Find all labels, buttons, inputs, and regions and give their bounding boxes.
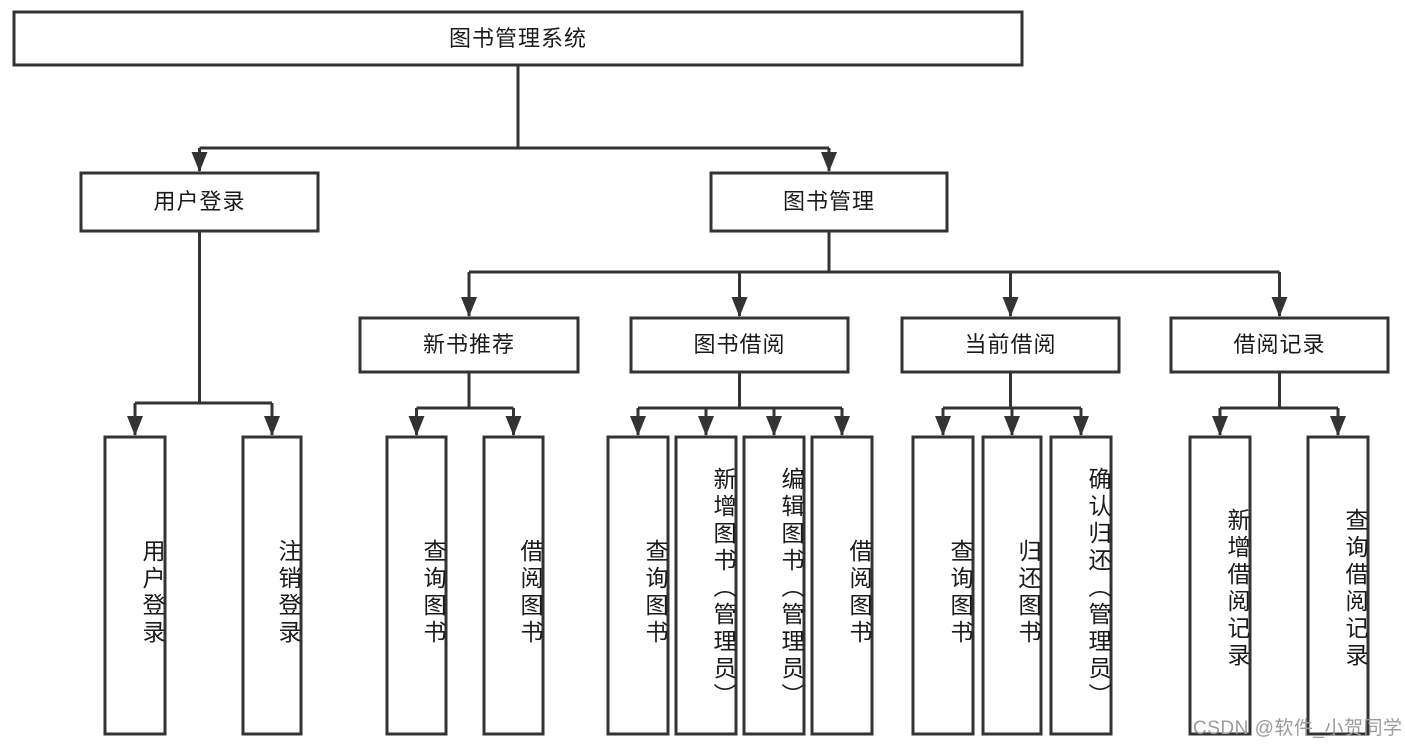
node-box-leaf-9[interactable] xyxy=(981,435,1043,736)
connector-arrowhead xyxy=(1271,297,1288,317)
node-box-leaf-1[interactable] xyxy=(241,435,303,736)
connector-arrowhead xyxy=(408,416,425,436)
connector-arrowhead xyxy=(834,416,850,436)
node-label-level3-1: 图书借阅 xyxy=(693,332,786,358)
node-label-level3-0: 新书推荐 xyxy=(422,332,515,358)
node-label-level3-2: 当前借阅 xyxy=(964,332,1057,358)
node-box-root-0[interactable] xyxy=(12,10,1024,67)
node-box-leaf-3[interactable] xyxy=(482,435,545,736)
node-box-level3-0[interactable] xyxy=(358,316,580,374)
connector-arrowhead xyxy=(461,297,477,317)
node-box-leaf-12[interactable] xyxy=(1306,435,1370,736)
node-box-leaf-4[interactable] xyxy=(606,435,670,736)
node-label-leaf-7: 借阅图书 xyxy=(846,538,872,647)
connector-arrowhead xyxy=(731,297,748,317)
node-label-leaf-11: 新增借阅记录 xyxy=(1224,507,1250,670)
connector-arrowhead xyxy=(630,416,646,436)
csdn-watermark: CSDN @软件_小贺同学 xyxy=(1193,718,1403,739)
connector-arrowhead xyxy=(1002,297,1019,317)
node-box-leaf-2[interactable] xyxy=(385,435,448,736)
node-box-leaf-8[interactable] xyxy=(911,435,975,736)
node-label-leaf-6: 编辑图书（管理员） xyxy=(778,467,804,710)
connector-arrowhead xyxy=(127,416,143,436)
node-label-leaf-0: 用户登录 xyxy=(139,538,165,647)
connector-arrowhead xyxy=(821,152,837,172)
connector-arrowhead xyxy=(1330,416,1346,436)
connector-arrowhead xyxy=(1212,416,1228,436)
node-label-level3-3: 借阅记录 xyxy=(1233,332,1326,358)
node-label-leaf-4: 查询图书 xyxy=(642,538,668,647)
connector-arrowhead xyxy=(1004,416,1020,436)
node-label-leaf-8: 查询图书 xyxy=(947,538,973,647)
node-box-level3-2[interactable] xyxy=(900,316,1121,374)
node-box-leaf-11[interactable] xyxy=(1188,435,1252,736)
node-box-leaf-7[interactable] xyxy=(810,435,874,736)
connector-arrowhead xyxy=(935,416,951,436)
node-label-leaf-12: 查询借阅记录 xyxy=(1342,507,1368,670)
connector-arrowhead xyxy=(191,152,208,172)
connector-arrowhead xyxy=(505,416,522,436)
node-label-leaf-9: 归还图书 xyxy=(1015,538,1041,647)
node-label-leaf-2: 查询图书 xyxy=(420,538,446,647)
connector-arrowhead xyxy=(264,416,280,436)
node-label-level2-1: 图书管理 xyxy=(782,189,875,215)
boxes-layer xyxy=(12,10,1390,736)
node-box-leaf-5[interactable] xyxy=(674,435,738,736)
connector-arrowhead xyxy=(1073,416,1089,436)
node-label-leaf-1: 注销登录 xyxy=(275,538,301,647)
node-label-leaf-5: 新增图书（管理员） xyxy=(710,467,736,710)
node-label-leaf-3: 借阅图书 xyxy=(517,538,543,647)
node-label-level2-0: 用户登录 xyxy=(153,189,246,215)
connectors-layer xyxy=(127,65,1346,436)
node-box-level2-0[interactable] xyxy=(79,171,320,233)
node-box-leaf-10[interactable] xyxy=(1049,435,1113,736)
node-box-leaf-0[interactable] xyxy=(103,435,167,736)
connector-arrowhead xyxy=(766,416,782,436)
node-label-leaf-10: 确认归还（管理员） xyxy=(1085,467,1111,710)
connector-arrowhead xyxy=(698,416,714,436)
node-box-leaf-6[interactable] xyxy=(742,435,806,736)
node-label-root-0: 图书管理系统 xyxy=(448,25,587,51)
